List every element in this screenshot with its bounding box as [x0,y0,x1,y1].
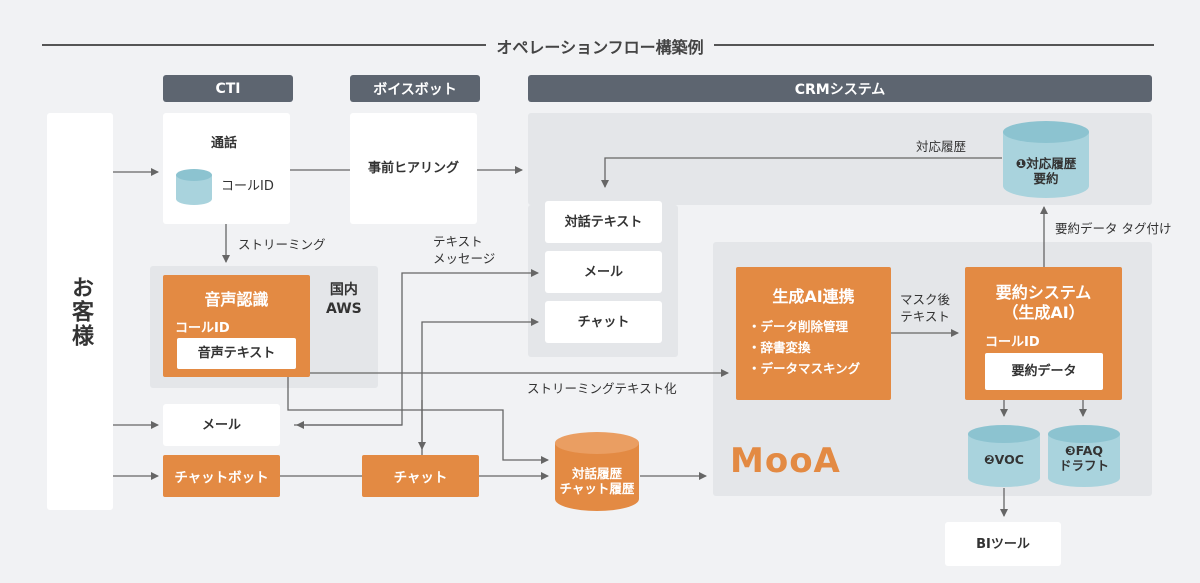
faq-num: ❸ [1065,443,1076,458]
gen-ai-box: 生成AI連携 ・データ削除管理 ・辞書変換 ・データマスキング [736,267,891,400]
customer-label: お客様 [68,275,93,348]
arrow-mail-crm [294,269,539,426]
voc-label: ❷VOC [967,452,1041,467]
streaming-text-label: ストリーミングテキスト化 [527,381,677,396]
summary-system-title: 要約システム （生成AI） [995,283,1092,322]
masked-text-label: マスク後 テキスト [900,292,951,324]
crm-dialog-text: 対話テキスト [545,201,662,243]
customer-box: お客様 [47,113,113,510]
header-voicebot: ボイスボット [350,75,480,102]
header-crm: CRMシステム [528,75,1152,102]
page-title: オペレーションフロー構築例 [0,34,1200,58]
mooa-logo: MooA [730,441,841,481]
speech-title: 音声認識 [204,290,269,309]
faq-db-icon [1048,425,1120,487]
voc-text: VOC [994,452,1024,467]
faq-text: FAQ ドラフト [1058,443,1109,473]
gen-ai-item-dictionary: ・辞書変換 [748,340,811,355]
summary-tag-label: 要約データ タグ付け [1055,221,1172,236]
history-db-icon [1003,121,1089,198]
cti-box: 通話 コールID [163,113,290,224]
speech-call-id: コールID [175,321,230,336]
speech-recognition-box: 音声認識 コールID 音声テキスト [163,275,310,377]
voc-db-icon [968,425,1040,487]
summary-system-box: 要約システム （生成AI） コールID 要約データ [965,267,1122,400]
faq-label: ❸FAQ ドラフト [1047,443,1121,473]
call-id-db-icon [176,169,212,205]
gen-ai-item-delete: ・データ削除管理 [748,319,849,334]
dialog-db-label: 対話履歴 チャット履歴 [559,466,635,496]
gen-ai-item-masking: ・データマスキング [748,361,861,376]
crm-chat: チャット [545,301,662,343]
aws-label: 国内 AWS [326,282,362,317]
speech-text-box: 音声テキスト [177,338,296,369]
voc-num: ❷ [984,452,995,467]
gen-ai-title: 生成AI連携 [772,287,855,306]
summary-data-box: 要約データ [985,353,1103,390]
history-label: 対応履歴 [916,139,967,154]
streaming-label: ストリーミング [238,237,326,252]
arrow-history-crm [601,157,1002,188]
chat-box: チャット [362,455,479,497]
history-db-text: 対応履歴 要約 [1026,156,1077,186]
chatbot-box: チャットボット [163,455,280,497]
call-label: 通話 [211,136,238,151]
mail-box: メール [163,404,280,446]
summary-call-id: コールID [985,335,1040,350]
arrow-chat-crm [421,318,539,455]
dialog-db-icon [555,432,639,511]
call-id-label: コールID [221,179,274,194]
header-cti: CTI [163,75,293,102]
text-message-label: テキスト メッセージ [433,234,496,266]
history-db-num: ❶ [1015,156,1027,171]
voicebot-hearing-box: 事前ヒアリング [350,113,477,224]
crm-mail: メール [545,251,662,293]
bi-tool-box: BIツール [945,522,1061,566]
history-db-label: ❶対応履歴 要約 [1002,156,1090,186]
arrow-speech-dialog-db [287,377,549,464]
